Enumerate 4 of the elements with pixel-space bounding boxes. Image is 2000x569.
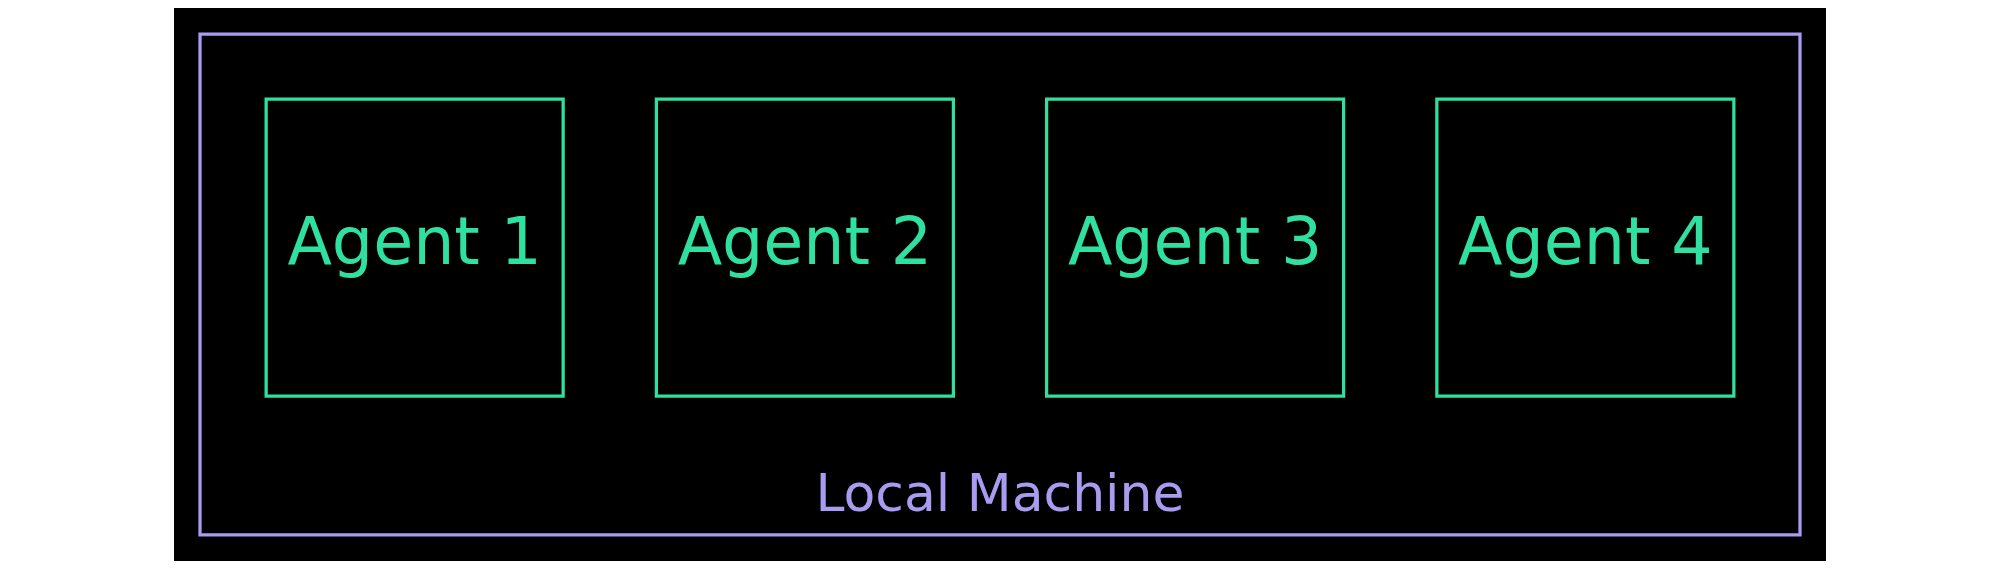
node-box: Agent 3 <box>1045 97 1346 398</box>
node-box: Agent 2 <box>654 97 955 398</box>
node-box: Agent 1 <box>264 97 565 398</box>
node-box: Agent 4 <box>1435 97 1736 398</box>
